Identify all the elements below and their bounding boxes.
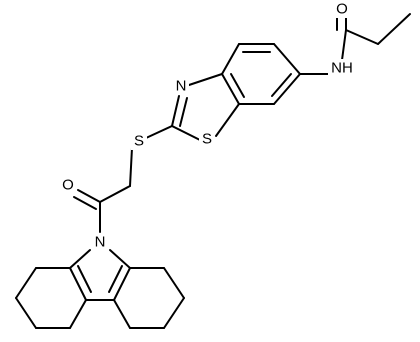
sulfur-atom-linker: S bbox=[131, 132, 147, 150]
bond bbox=[145, 125, 173, 139]
bond bbox=[179, 97, 188, 127]
atom-label: N bbox=[95, 234, 106, 251]
atom-labels: O NH N S S O N bbox=[60, 0, 356, 251]
bond bbox=[345, 29, 379, 45]
bond bbox=[113, 267, 131, 301]
bond bbox=[69, 299, 87, 329]
bond bbox=[15, 297, 37, 329]
oxygen-atom-ketone: O bbox=[60, 176, 76, 194]
bond bbox=[271, 73, 292, 97]
bond bbox=[185, 73, 223, 87]
nitrogen-atom-carbazole: N bbox=[92, 233, 108, 251]
bond bbox=[221, 43, 240, 75]
bond bbox=[377, 13, 411, 45]
bond bbox=[109, 249, 131, 269]
bond bbox=[73, 196, 97, 210]
atom-label: S bbox=[202, 131, 212, 148]
nitrogen-atom-thiazole: N bbox=[173, 77, 189, 95]
nh-atom-amide: NH bbox=[328, 59, 356, 77]
bond bbox=[273, 73, 301, 105]
bond bbox=[215, 103, 240, 137]
bond bbox=[77, 265, 92, 293]
bond bbox=[230, 73, 245, 98]
bond bbox=[273, 43, 301, 75]
bond bbox=[15, 267, 37, 299]
sulfur-atom-thiazole: S bbox=[199, 130, 215, 148]
bond bbox=[163, 267, 185, 299]
atom-label: O bbox=[62, 177, 74, 194]
bond bbox=[163, 297, 185, 329]
bond bbox=[108, 265, 123, 293]
oxygen-atom-amide: O bbox=[333, 0, 351, 18]
bond bbox=[171, 125, 201, 141]
atom-label: O bbox=[336, 1, 348, 18]
bond bbox=[171, 95, 180, 127]
atom-label: N bbox=[176, 78, 187, 95]
bond bbox=[129, 147, 133, 187]
bond bbox=[69, 249, 91, 269]
bond bbox=[113, 299, 131, 329]
bonds bbox=[15, 7, 411, 329]
atom-label: S bbox=[134, 133, 144, 150]
bond bbox=[77, 189, 101, 203]
bond bbox=[69, 267, 87, 301]
bond bbox=[341, 29, 347, 61]
atom-label: NH bbox=[331, 60, 353, 77]
bond bbox=[99, 185, 131, 203]
bond bbox=[221, 73, 240, 105]
